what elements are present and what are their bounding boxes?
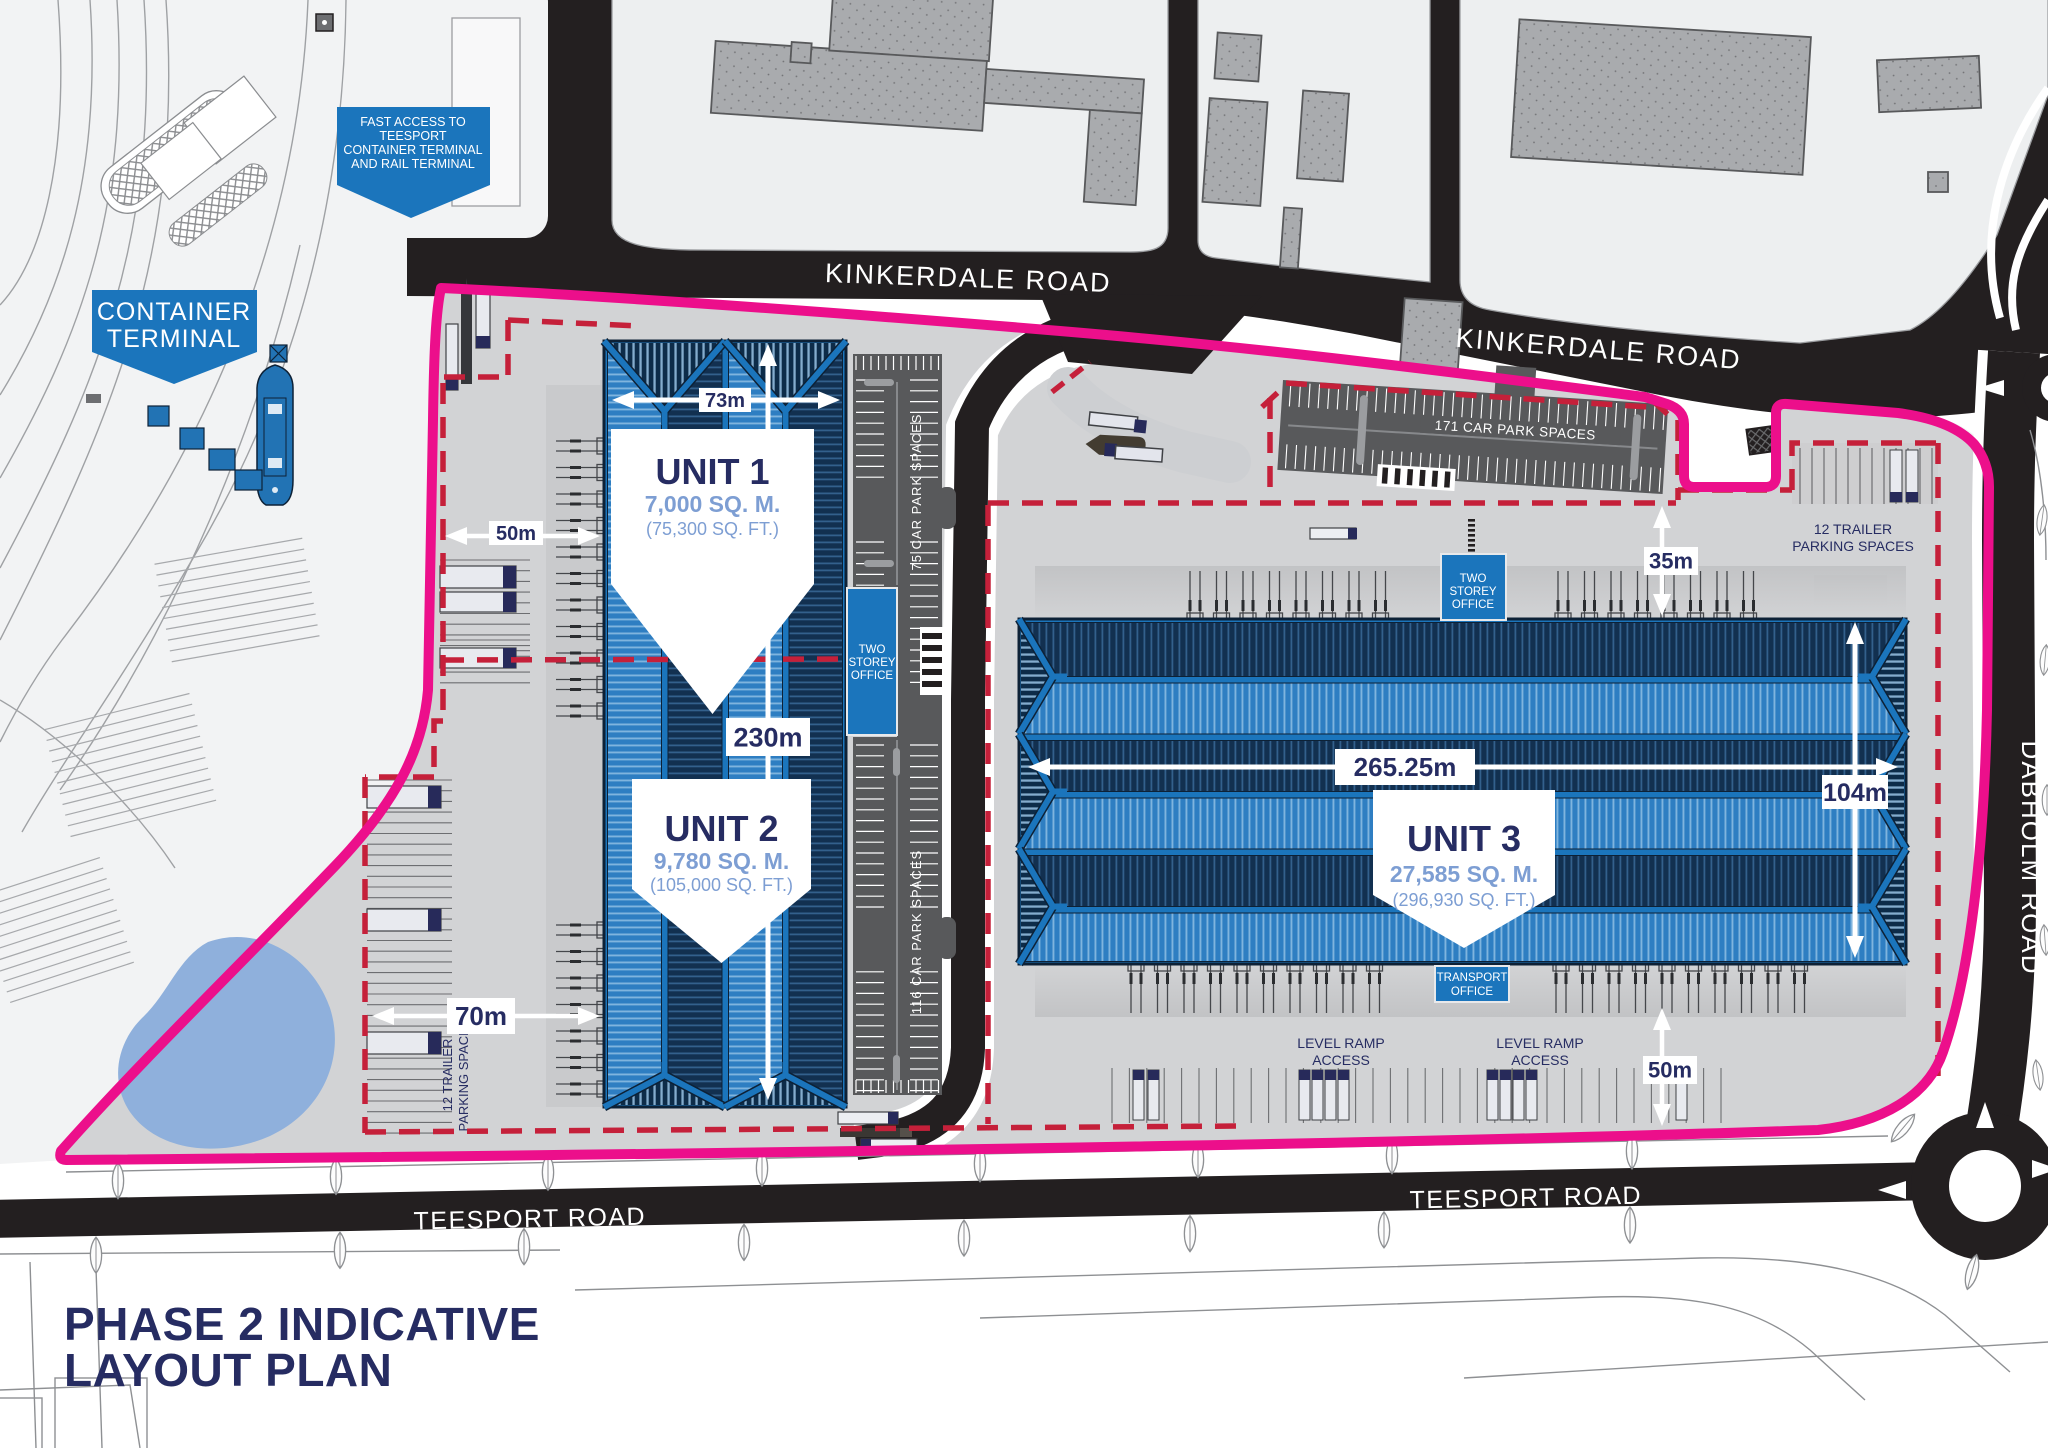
svg-text:(75,300 SQ. FT.): (75,300 SQ. FT.): [646, 519, 779, 539]
svg-text:ACCESS: ACCESS: [1511, 1052, 1569, 1068]
svg-text:STOREY: STOREY: [848, 657, 895, 669]
svg-text:265.25m: 265.25m: [1354, 752, 1457, 782]
svg-text:UNIT 1: UNIT 1: [655, 451, 769, 492]
svg-text:UNIT 2: UNIT 2: [664, 808, 778, 849]
svg-text:OFFICE: OFFICE: [851, 670, 893, 682]
svg-text:75 CAR PARK SPACES: 75 CAR PARK SPACES: [909, 414, 924, 571]
svg-text:116 CAR PARK SPACES: 116 CAR PARK SPACES: [909, 850, 924, 1014]
svg-text:DABHOLM ROAD: DABHOLM ROAD: [2016, 741, 2046, 976]
svg-text:70m: 70m: [455, 1001, 507, 1031]
svg-text:35m: 35m: [1649, 549, 1693, 574]
svg-text:73m: 73m: [705, 390, 745, 412]
svg-text:AND RAIL TERMINAL: AND RAIL TERMINAL: [351, 157, 475, 171]
svg-text:CONTAINER TERMINAL: CONTAINER TERMINAL: [343, 143, 482, 157]
svg-text:PHASE 2 INDICATIVE: PHASE 2 INDICATIVE: [64, 1298, 540, 1350]
svg-text:27,585 SQ. M.: 27,585 SQ. M.: [1390, 861, 1538, 887]
svg-text:STOREY: STOREY: [1449, 586, 1496, 598]
svg-text:12 TRAILER: 12 TRAILER: [1814, 521, 1892, 537]
svg-text:TWO: TWO: [1460, 573, 1487, 585]
svg-text:TEESPORT: TEESPORT: [379, 129, 447, 143]
svg-text:FAST ACCESS TO: FAST ACCESS TO: [360, 115, 466, 129]
svg-text:(105,000 SQ. FT.): (105,000 SQ. FT.): [650, 875, 793, 895]
svg-text:104m: 104m: [1823, 779, 1887, 807]
svg-text:OFFICE: OFFICE: [1451, 986, 1493, 998]
svg-text:7,000 SQ. M.: 7,000 SQ. M.: [645, 491, 781, 517]
svg-text:50m: 50m: [1648, 1058, 1692, 1083]
svg-text:LEVEL RAMP: LEVEL RAMP: [1297, 1035, 1384, 1051]
svg-text:CONTAINER: CONTAINER: [97, 298, 251, 326]
svg-text:9,780 SQ. M.: 9,780 SQ. M.: [654, 848, 790, 874]
svg-text:TERMINAL: TERMINAL: [107, 325, 241, 353]
svg-text:TEESPORT ROAD: TEESPORT ROAD: [1409, 1182, 1642, 1215]
svg-text:TWO: TWO: [859, 644, 886, 656]
svg-text:TEESPORT ROAD: TEESPORT ROAD: [413, 1203, 646, 1236]
svg-text:UNIT 3: UNIT 3: [1407, 818, 1521, 859]
svg-text:LEVEL RAMP: LEVEL RAMP: [1496, 1035, 1583, 1051]
svg-text:LAYOUT PLAN: LAYOUT PLAN: [64, 1344, 392, 1396]
svg-text:50m: 50m: [496, 523, 536, 545]
svg-text:12 TRAILER: 12 TRAILER: [440, 1039, 455, 1112]
svg-text:PARKING SPACES: PARKING SPACES: [1792, 538, 1914, 554]
svg-text:(296,930 SQ. FT.): (296,930 SQ. FT.): [1392, 890, 1535, 910]
svg-text:TRANSPORT: TRANSPORT: [1437, 972, 1508, 984]
svg-text:ACCESS: ACCESS: [1312, 1052, 1370, 1068]
svg-text:OFFICE: OFFICE: [1452, 599, 1494, 611]
svg-text:PARKING SPACES: PARKING SPACES: [456, 1018, 471, 1131]
svg-text:230m: 230m: [733, 722, 802, 752]
